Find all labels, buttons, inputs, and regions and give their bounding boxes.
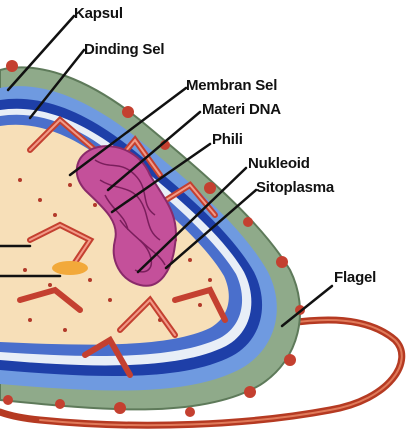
- label-materi-dna: Materi DNA: [202, 102, 281, 117]
- label-dinding-sel: Dinding Sel: [84, 42, 164, 57]
- label-nukleoid: Nukleoid: [248, 156, 310, 171]
- label-phili: Phili: [212, 132, 243, 147]
- inclusion-body: [52, 261, 88, 275]
- label-sitoplasma: Sitoplasma: [256, 180, 334, 195]
- label-membran-sel: Membran Sel: [186, 78, 277, 93]
- label-flagel: Flagel: [334, 270, 376, 285]
- label-kapsul: Kapsul: [74, 6, 123, 21]
